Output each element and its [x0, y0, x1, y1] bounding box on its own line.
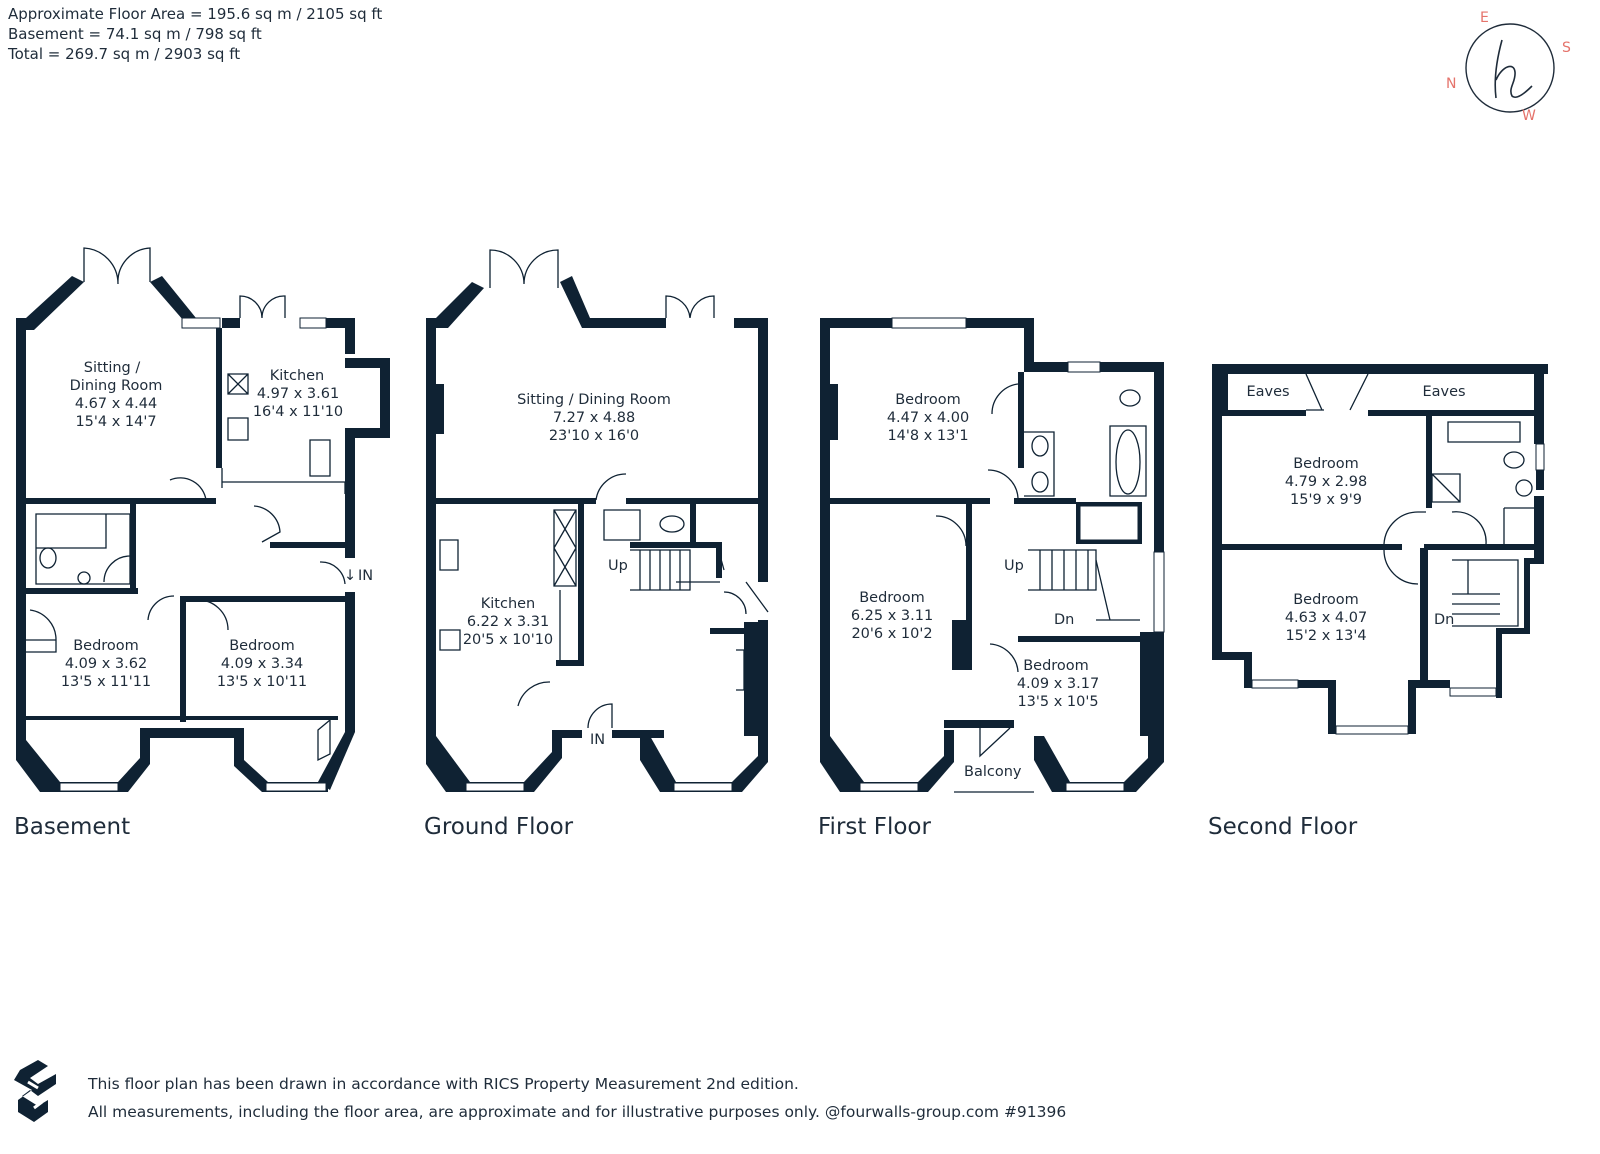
second-eaves1-label: Eaves [1246, 384, 1289, 400]
first-bed2-name: Bedroom [859, 590, 925, 606]
floor-area-summary: Approximate Floor Area = 195.6 sq m / 21… [8, 4, 382, 64]
compass-s: S [1562, 40, 1571, 56]
second-bed1-imperial: 15'9 x 9'9 [1290, 492, 1362, 508]
basement-kitchen-metric: 4.97 x 3.61 [257, 386, 339, 402]
first-up-label: Up [1004, 558, 1024, 574]
first-bed1-imperial: 14'8 x 13'1 [887, 428, 968, 444]
basement-bed1-imperial: 13'5 x 11'11 [61, 674, 151, 690]
ground-floor-title: Ground Floor [424, 814, 574, 840]
basement-sitting-name1: Sitting / [84, 360, 141, 376]
ground-up-label: Up [608, 558, 628, 574]
first-floor-plan: Bedroom 4.47 x 4.00 14'8 x 13'1 Bedroom … [818, 317, 1165, 840]
ground-floor-plan: Sitting / Dining Room 7.27 x 4.88 23'10 … [424, 249, 769, 840]
first-bed1-metric: 4.47 x 4.00 [887, 410, 969, 426]
first-bed2-metric: 6.25 x 3.11 [851, 608, 933, 624]
ground-kitchen-name: Kitchen [481, 596, 536, 612]
first-bed3-name: Bedroom [1023, 658, 1089, 674]
second-bed2-name: Bedroom [1293, 592, 1359, 608]
second-bed1-metric: 4.79 x 2.98 [1285, 474, 1367, 490]
ground-sitting-metric: 7.27 x 4.88 [553, 410, 635, 426]
second-eaves2-label: Eaves [1422, 384, 1465, 400]
compass-logo: E S N W [1446, 10, 1571, 124]
basement-bed1-metric: 4.09 x 3.62 [65, 656, 147, 672]
basement-bed2-metric: 4.09 x 3.34 [221, 656, 303, 672]
total-area-text: Total = 269.7 sq m / 2903 sq ft [8, 45, 241, 63]
basement-sitting-imperial: 15'4 x 14'7 [75, 414, 156, 430]
first-bed3-imperial: 13'5 x 10'5 [1017, 694, 1098, 710]
basement-sitting-name2: Dining Room [70, 378, 163, 394]
first-bed2-imperial: 20'6 x 10'2 [851, 626, 932, 642]
compass-e: E [1480, 10, 1489, 26]
first-dn-label: Dn [1054, 612, 1074, 628]
second-bed2-metric: 4.63 x 4.07 [1285, 610, 1367, 626]
basement-title: Basement [14, 814, 130, 840]
footer-line-1: This floor plan has been drawn in accord… [88, 1075, 799, 1093]
second-bed2-imperial: 15'2 x 13'4 [1285, 628, 1366, 644]
basement-bed1-name: Bedroom [73, 638, 139, 654]
second-bed1-name: Bedroom [1293, 456, 1359, 472]
first-balcony-label: Balcony [964, 764, 1022, 780]
first-floor-title: First Floor [818, 814, 931, 840]
basement-bed2-name: Bedroom [229, 638, 295, 654]
ground-sitting-name: Sitting / Dining Room [517, 392, 671, 408]
compass-n: N [1446, 76, 1456, 92]
compass-w: W [1522, 108, 1536, 124]
approx-floor-area-text: Approximate Floor Area = 195.6 sq m / 21… [8, 5, 383, 23]
fourwalls-logo-icon [14, 1060, 56, 1122]
second-floor-title: Second Floor [1208, 814, 1358, 840]
basement-bed2-imperial: 13'5 x 10'11 [217, 674, 307, 690]
second-dn-label: Dn [1434, 612, 1454, 628]
basement-area-text: Basement = 74.1 sq m / 798 sq ft [8, 25, 262, 43]
basement-in-icon: ↓ [344, 568, 356, 584]
ground-kitchen-metric: 6.22 x 3.31 [467, 614, 549, 630]
first-bed3-metric: 4.09 x 3.17 [1017, 676, 1099, 692]
ground-kitchen-imperial: 20'5 x 10'10 [463, 632, 553, 648]
ground-sitting-imperial: 23'10 x 16'0 [549, 428, 639, 444]
footer-disclaimer: This floor plan has been drawn in accord… [88, 1070, 1066, 1126]
ground-in-label: IN [590, 732, 605, 748]
basement-kitchen-imperial: 16'4 x 11'10 [253, 404, 343, 420]
basement-in-label: IN [358, 568, 373, 584]
basement-plan: Sitting / Dining Room 4.67 x 4.44 15'4 x… [14, 247, 390, 840]
first-bed1-name: Bedroom [895, 392, 961, 408]
footer-line-2: All measurements, including the floor ar… [88, 1103, 1067, 1121]
second-floor-plan: Eaves Eaves Bedroom 4.79 x 2.98 15'9 x 9… [1208, 364, 1548, 840]
h-logo-icon [1494, 39, 1533, 99]
basement-kitchen-name: Kitchen [270, 368, 325, 384]
basement-sitting-metric: 4.67 x 4.44 [75, 396, 157, 412]
